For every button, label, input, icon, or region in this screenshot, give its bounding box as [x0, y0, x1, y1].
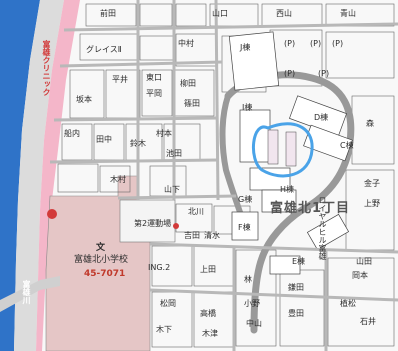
- label-yamada: 山田: [356, 257, 372, 266]
- label-matsuoka: 松岡: [160, 299, 176, 308]
- label-second-field: 第2運動場: [134, 219, 172, 228]
- label-block-c: C棟: [340, 141, 354, 150]
- label-parking-3: (P): [332, 39, 344, 48]
- label-ikeda: 池田: [166, 149, 182, 158]
- highlight-building-2: [285, 131, 297, 167]
- label-yamashita: 山下: [164, 185, 180, 194]
- label-yoshida: 吉田: [184, 231, 200, 240]
- label-parking-1: (P): [284, 39, 296, 48]
- label-kimura: 木村: [110, 175, 126, 184]
- label-kizu: 木津: [202, 329, 218, 338]
- highlight-circle: [251, 122, 314, 178]
- label-mori: 森: [366, 119, 374, 128]
- label-block-h: H棟: [280, 185, 295, 194]
- label-block-i: I棟: [242, 103, 253, 112]
- label-nishiyama: 西山: [276, 9, 292, 18]
- river: [0, 0, 40, 351]
- label-ishii: 石井: [360, 317, 376, 326]
- bottom-left-road: [0, 276, 60, 312]
- label-muramoto: 村本: [156, 129, 172, 138]
- label-kitagawa: 北川: [188, 207, 204, 216]
- main-road-pink: [36, 0, 80, 351]
- label-shino: 篠田: [184, 99, 200, 108]
- red-marker-school: [47, 209, 57, 219]
- label-parking-5: (P): [284, 69, 296, 78]
- label-toyoda: 豊田: [288, 309, 304, 318]
- label-higashiguchi: 東口: [146, 73, 162, 82]
- label-yamaguchi: 山口: [212, 9, 228, 18]
- label-maeda: 前田: [100, 9, 116, 18]
- streets: [49, 0, 398, 351]
- label-block-d: D棟: [314, 113, 329, 122]
- label-okamoto: 岡本: [352, 271, 368, 280]
- label-school-mark: 文: [96, 243, 106, 253]
- label-ueno: 上野: [364, 199, 380, 208]
- label-block-g: G棟: [238, 195, 253, 204]
- label-block-f: F棟: [238, 223, 251, 232]
- label-hirano: 平岡: [146, 89, 162, 98]
- complex-loop-road: [224, 71, 355, 334]
- label-parking-4: (P): [318, 69, 330, 78]
- label-nakamura: 中村: [178, 39, 194, 48]
- highlight-building-1: [267, 129, 279, 165]
- label-aoyama: 青山: [340, 9, 356, 18]
- label-hirai: 平井: [112, 75, 128, 84]
- second-sports-ground: [119, 199, 176, 243]
- red-marker-field: [173, 223, 179, 229]
- label-ueda: 上田: [200, 265, 216, 274]
- label-block-e: E棟: [292, 257, 306, 266]
- riverbank-road: [14, 0, 64, 351]
- label-tanaka: 田中: [96, 135, 112, 144]
- label-yanagi: 柳田: [180, 79, 196, 88]
- label-nakayama: 中山: [246, 319, 262, 328]
- label-funachi: 船内: [64, 129, 80, 138]
- label-ono: 小野: [244, 299, 260, 308]
- complex-inner-road: [219, 95, 247, 225]
- label-royal-hill: ロイヤルヒル富雄: [318, 196, 327, 260]
- label-takahashi: 高橋: [200, 309, 216, 318]
- label-school-name: 富雄北小学校: [74, 255, 129, 265]
- label-tomita-clinic: 富雄クリニック: [42, 40, 51, 96]
- label-gravis: グレイスⅡ: [86, 45, 122, 54]
- label-suzuki: 鈴木: [130, 139, 146, 148]
- label-kamata: 鎌田: [288, 283, 304, 292]
- label-uematsu: 植松: [340, 299, 356, 308]
- label-kaneko: 金子: [364, 179, 380, 188]
- label-kinoshita: 木下: [156, 325, 172, 334]
- label-ing: ING.2: [148, 263, 171, 272]
- label-block-j: J棟: [240, 43, 251, 52]
- label-district: 富雄北1丁目: [270, 201, 351, 216]
- label-hayashi: 林: [244, 275, 252, 284]
- label-sakamoto: 坂本: [76, 95, 92, 104]
- label-shimizu: 清水: [204, 231, 220, 240]
- label-school-tel: 45-7071: [84, 269, 126, 279]
- label-parking-2: (P): [310, 39, 322, 48]
- label-tomita-river: 富雄川: [22, 280, 31, 304]
